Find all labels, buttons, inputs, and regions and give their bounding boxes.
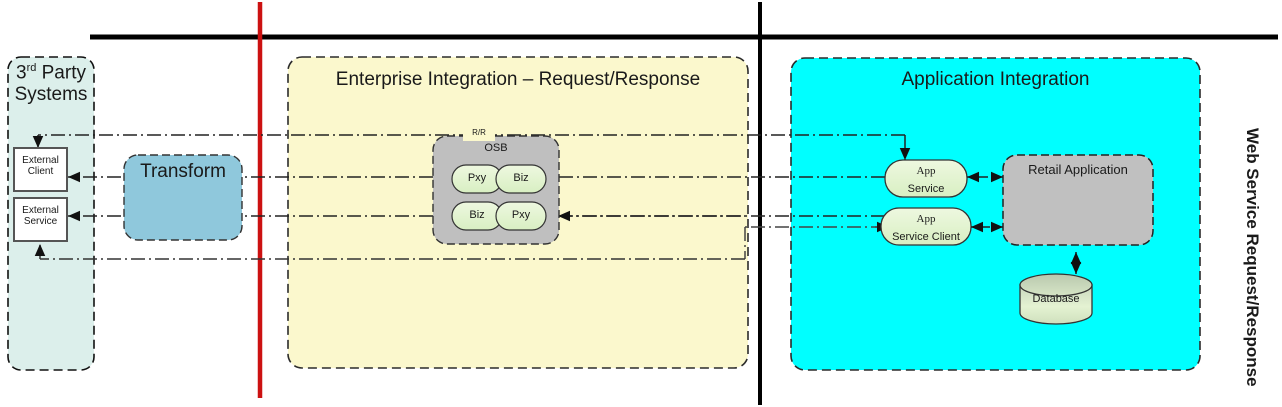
node-external-client[interactable] [13, 147, 68, 192]
panel-application-integration [790, 57, 1201, 371]
node-pxy-bottom[interactable] [495, 201, 547, 231]
node-external-service[interactable] [13, 197, 68, 242]
node-transform[interactable] [123, 154, 243, 241]
osb-edge-label-mask [463, 130, 495, 141]
node-app-service-client[interactable] [880, 207, 972, 246]
node-database[interactable] [1019, 273, 1093, 325]
node-biz-top[interactable] [495, 164, 547, 194]
node-app-service[interactable] [884, 159, 968, 198]
node-retail-application[interactable] [1002, 154, 1154, 246]
node-biz-bottom[interactable] [451, 201, 503, 231]
node-pxy-top[interactable] [451, 164, 503, 194]
flow-bottom-return [34, 244, 745, 260]
